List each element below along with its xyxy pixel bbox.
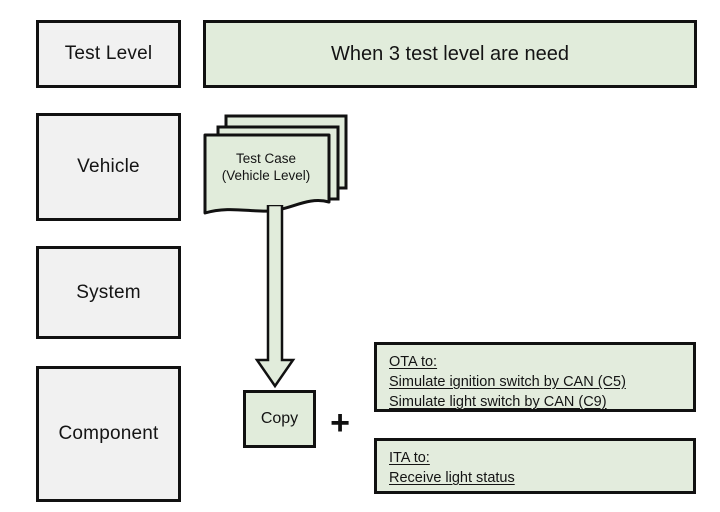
- level-box-label: Test Level: [64, 43, 153, 64]
- level-box-label: System: [76, 281, 141, 303]
- flow-arrow-down: [240, 203, 310, 391]
- level-box-vehicle: Vehicle: [36, 113, 181, 221]
- note-ota-line-3: Simulate light switch by CAN (C9): [389, 394, 607, 410]
- diagram-title-text: When 3 test level are need: [331, 42, 569, 65]
- plus-operator-symbol: +: [330, 404, 350, 442]
- level-box-component: Component: [36, 366, 181, 502]
- level-box-system: System: [36, 246, 181, 339]
- note-ota-line-1: OTA to:: [389, 354, 438, 370]
- document-stack-test-case: Test Case (Vehicle Level): [198, 110, 368, 220]
- level-box-label: Vehicle: [77, 156, 140, 177]
- level-box-test-level: Test Level: [36, 20, 181, 88]
- note-ita-line-1: ITA to:: [389, 450, 430, 466]
- copy-node: Copy: [243, 390, 316, 448]
- note-box-ota: OTA to: Simulate ignition switch by CAN …: [374, 342, 696, 412]
- note-box-ita: ITA to: Receive light status: [374, 438, 696, 494]
- document-stack-icon: [203, 114, 348, 215]
- note-ota-line-2: Simulate ignition switch by CAN (C5): [389, 374, 626, 390]
- note-ita-line-2: Receive light status: [389, 470, 515, 486]
- diagram-title-banner: When 3 test level are need: [203, 20, 697, 88]
- plus-operator-icon: +: [326, 405, 354, 441]
- arrow-down-icon: [254, 203, 296, 389]
- copy-node-label: Copy: [260, 410, 299, 427]
- level-box-label: Component: [58, 423, 159, 444]
